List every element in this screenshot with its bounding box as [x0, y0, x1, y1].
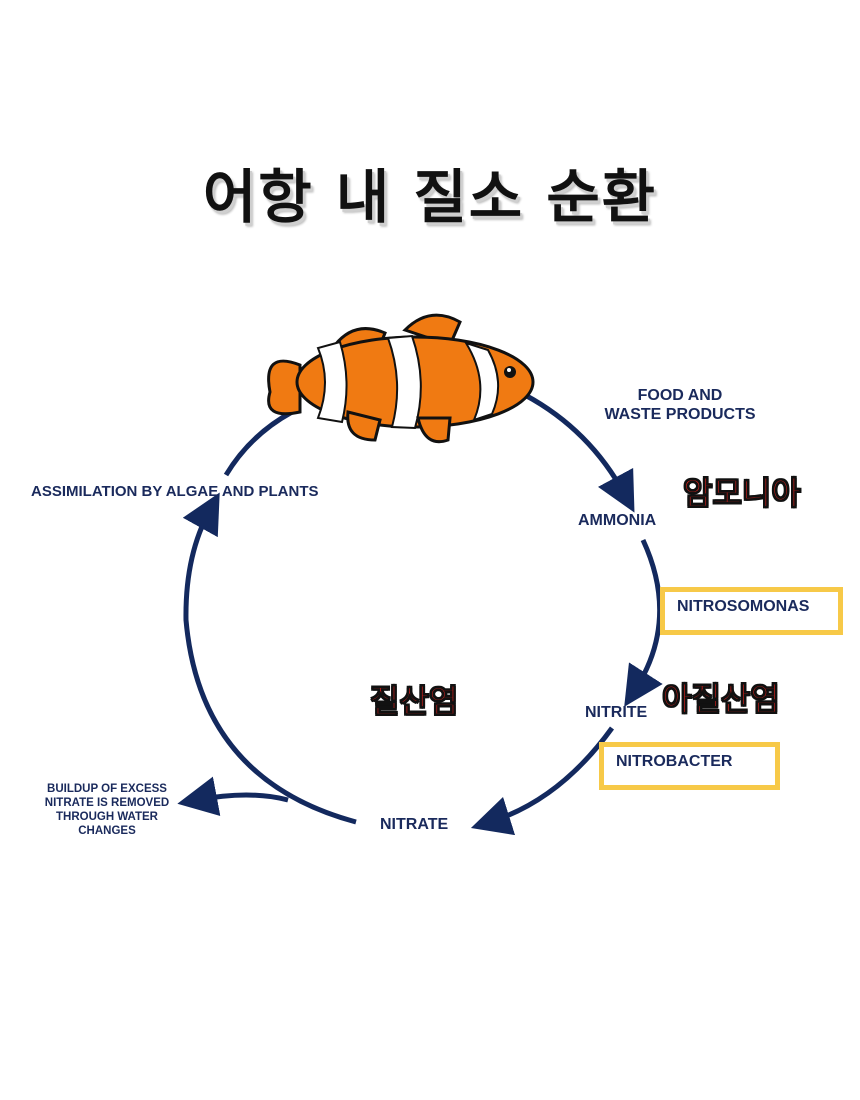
bacteria-nitrobacter-box: NITROBACTER	[599, 742, 780, 790]
arrow-ammonia-to-nitrite	[624, 538, 663, 707]
label-food: FOOD AND WASTE PRODUCTS	[604, 387, 756, 423]
arrow-food-to-ammonia	[523, 392, 635, 513]
korean-label-nitrite: 아질산염	[662, 680, 781, 719]
label-nitrate: NITRATE	[380, 816, 449, 833]
clownfish-icon	[267, 313, 535, 444]
korean-label-ammonia: 암모니아	[683, 474, 802, 513]
arrow-nitrate-to-buildup	[177, 776, 289, 816]
label-ammonia: AMMONIA	[578, 512, 657, 529]
page-title: 어항 내 질소 순환	[202, 163, 658, 231]
label-assimilation: ASSIMILATION BY ALGAE AND PLANTS	[31, 483, 319, 500]
label-nitrobacter: NITROBACTER	[616, 753, 733, 770]
korean-label-nitrate: 질산염	[369, 682, 459, 721]
arrow-nitrite-to-nitrate	[470, 726, 615, 836]
arrow-nitrate-to-assimilation	[182, 492, 357, 825]
label-nitrosomonas: NITROSOMONAS	[677, 598, 810, 615]
arrow-assimilation-to-fish	[223, 409, 294, 477]
label-nitrite: NITRITE	[585, 704, 648, 721]
bacteria-nitrosomonas-box: NITROSOMONAS	[660, 587, 843, 635]
label-buildup: BUILDUP OF EXCESS NITRATE IS REMOVED THR…	[44, 783, 170, 837]
